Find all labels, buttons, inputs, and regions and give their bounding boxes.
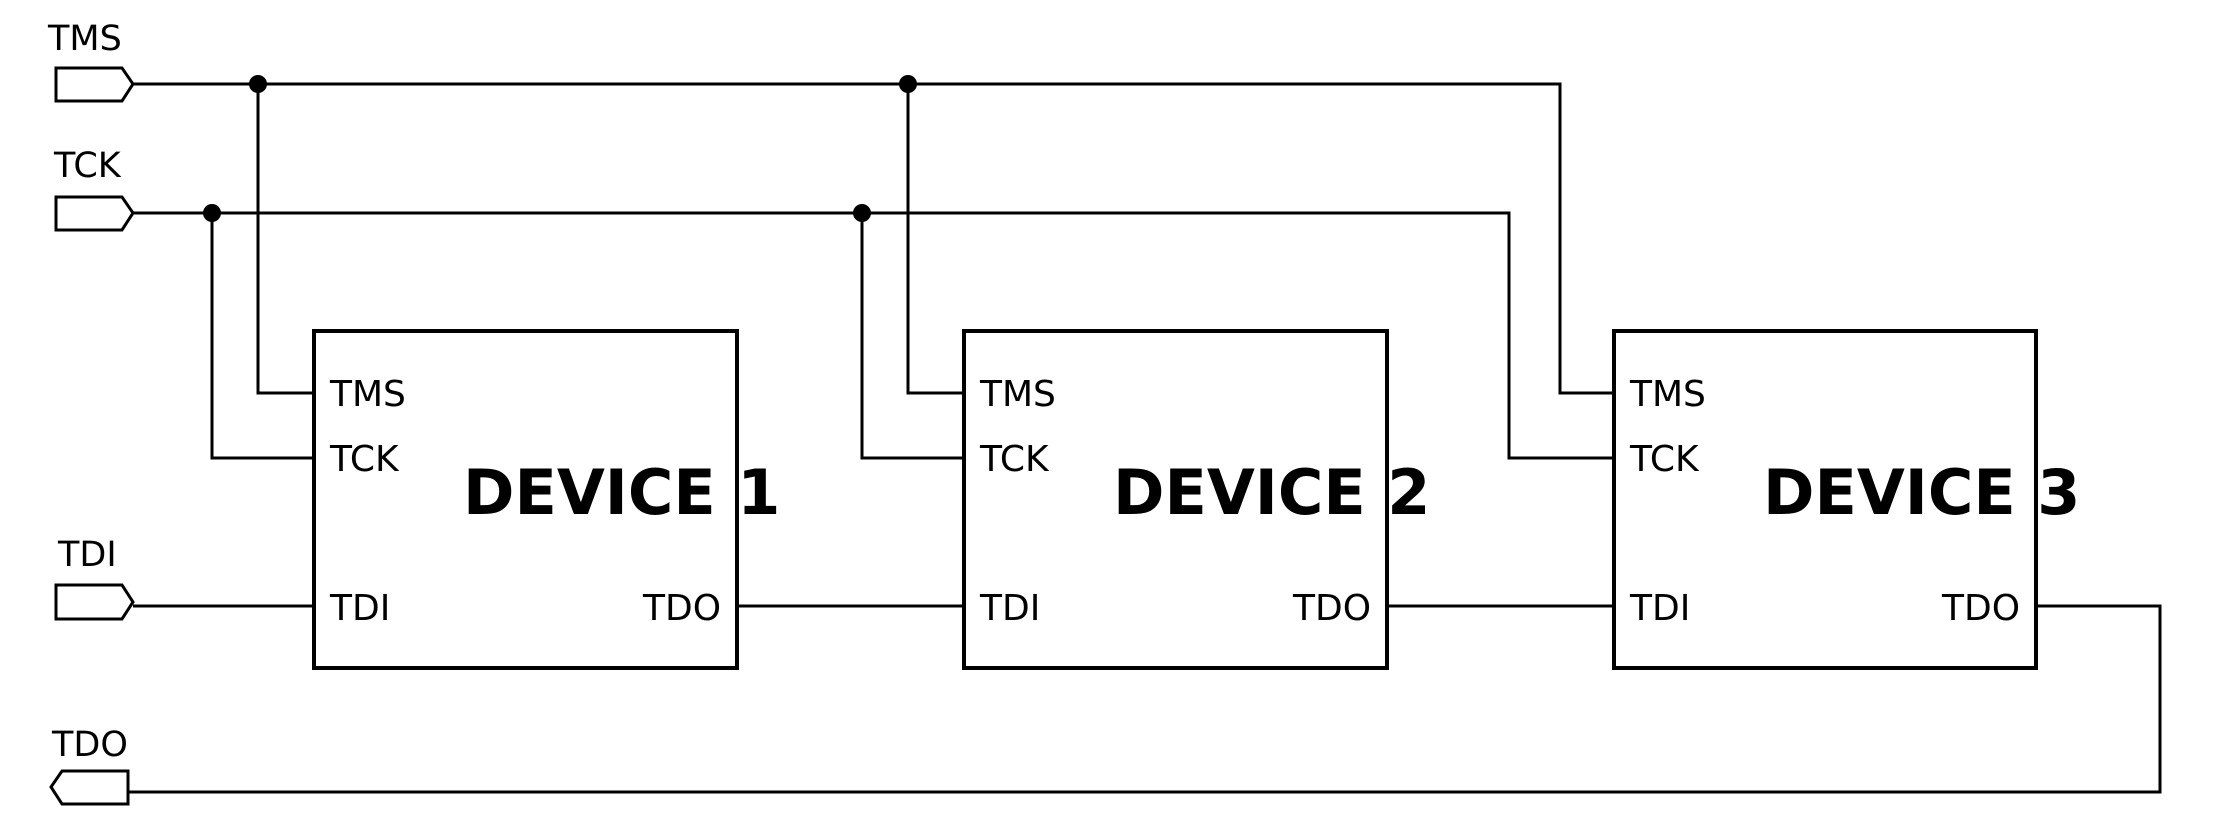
- tck-port-label: TCK: [53, 146, 122, 186]
- tck-junction-dot: [853, 204, 871, 222]
- device-3-title: DEVICE 3: [1763, 456, 2080, 529]
- tck-port: TCK: [53, 146, 135, 232]
- device-1-tdo-pin: TDO: [642, 588, 721, 629]
- tck-port-connector-shape: [54, 195, 135, 232]
- tms-port: TMS: [47, 19, 135, 103]
- device-2-tdo-pin: TDO: [1292, 588, 1371, 629]
- device-1-title: DEVICE 1: [463, 456, 780, 529]
- device-3-tdi-pin: TDI: [1629, 588, 1690, 629]
- device-2-title: DEVICE 2: [1113, 456, 1430, 529]
- tdi-port: TDI: [54, 535, 135, 621]
- tms-bus-wire: [133, 82, 1614, 395]
- tck-drop-device-1: [210, 213, 314, 460]
- device-2-tdi-pin: TDI: [979, 588, 1040, 629]
- tdo-port-label: TDO: [51, 725, 128, 765]
- tms-port-label: TMS: [47, 19, 122, 59]
- tdo-port: TDO: [49, 725, 130, 806]
- tck-junction-dot: [203, 204, 221, 222]
- tdi-port-connector-shape: [54, 583, 135, 621]
- device-1-box: [312, 329, 739, 670]
- tck-drop-device-2: [860, 213, 964, 460]
- device-2-tck-pin: TCK: [979, 439, 1050, 480]
- device-1: DEVICE 1 TMS TCK TDI TDO: [312, 329, 780, 670]
- tdo-port-connector-shape: [49, 769, 130, 806]
- device-1-tms-pin: TMS: [329, 374, 406, 415]
- tms-drop-device-2: [906, 84, 964, 395]
- tms-junction-dot: [899, 75, 917, 93]
- device-3-to-tdo-return-wire: [128, 604, 2162, 794]
- tms-junction-dot: [249, 75, 267, 93]
- tdi-port-label: TDI: [57, 535, 117, 575]
- device-1-tck-pin: TCK: [329, 439, 400, 480]
- device-3-tdo-pin: TDO: [1941, 588, 2020, 629]
- device-2-box: [962, 329, 1389, 670]
- device-3-box: [1612, 329, 2038, 670]
- device-2: DEVICE 2 TMS TCK TDI TDO: [962, 329, 1430, 670]
- device-1-tdi-pin: TDI: [329, 588, 390, 629]
- tms-port-connector-shape: [54, 66, 135, 103]
- device-2-tms-pin: TMS: [979, 374, 1056, 415]
- device-3: DEVICE 3 TMS TCK TDI TDO: [1612, 329, 2080, 670]
- device-3-tck-pin: TCK: [1629, 439, 1700, 480]
- device-3-tms-pin: TMS: [1629, 374, 1706, 415]
- tck-bus-wire: [133, 211, 1614, 460]
- tms-drop-device-1: [256, 84, 314, 395]
